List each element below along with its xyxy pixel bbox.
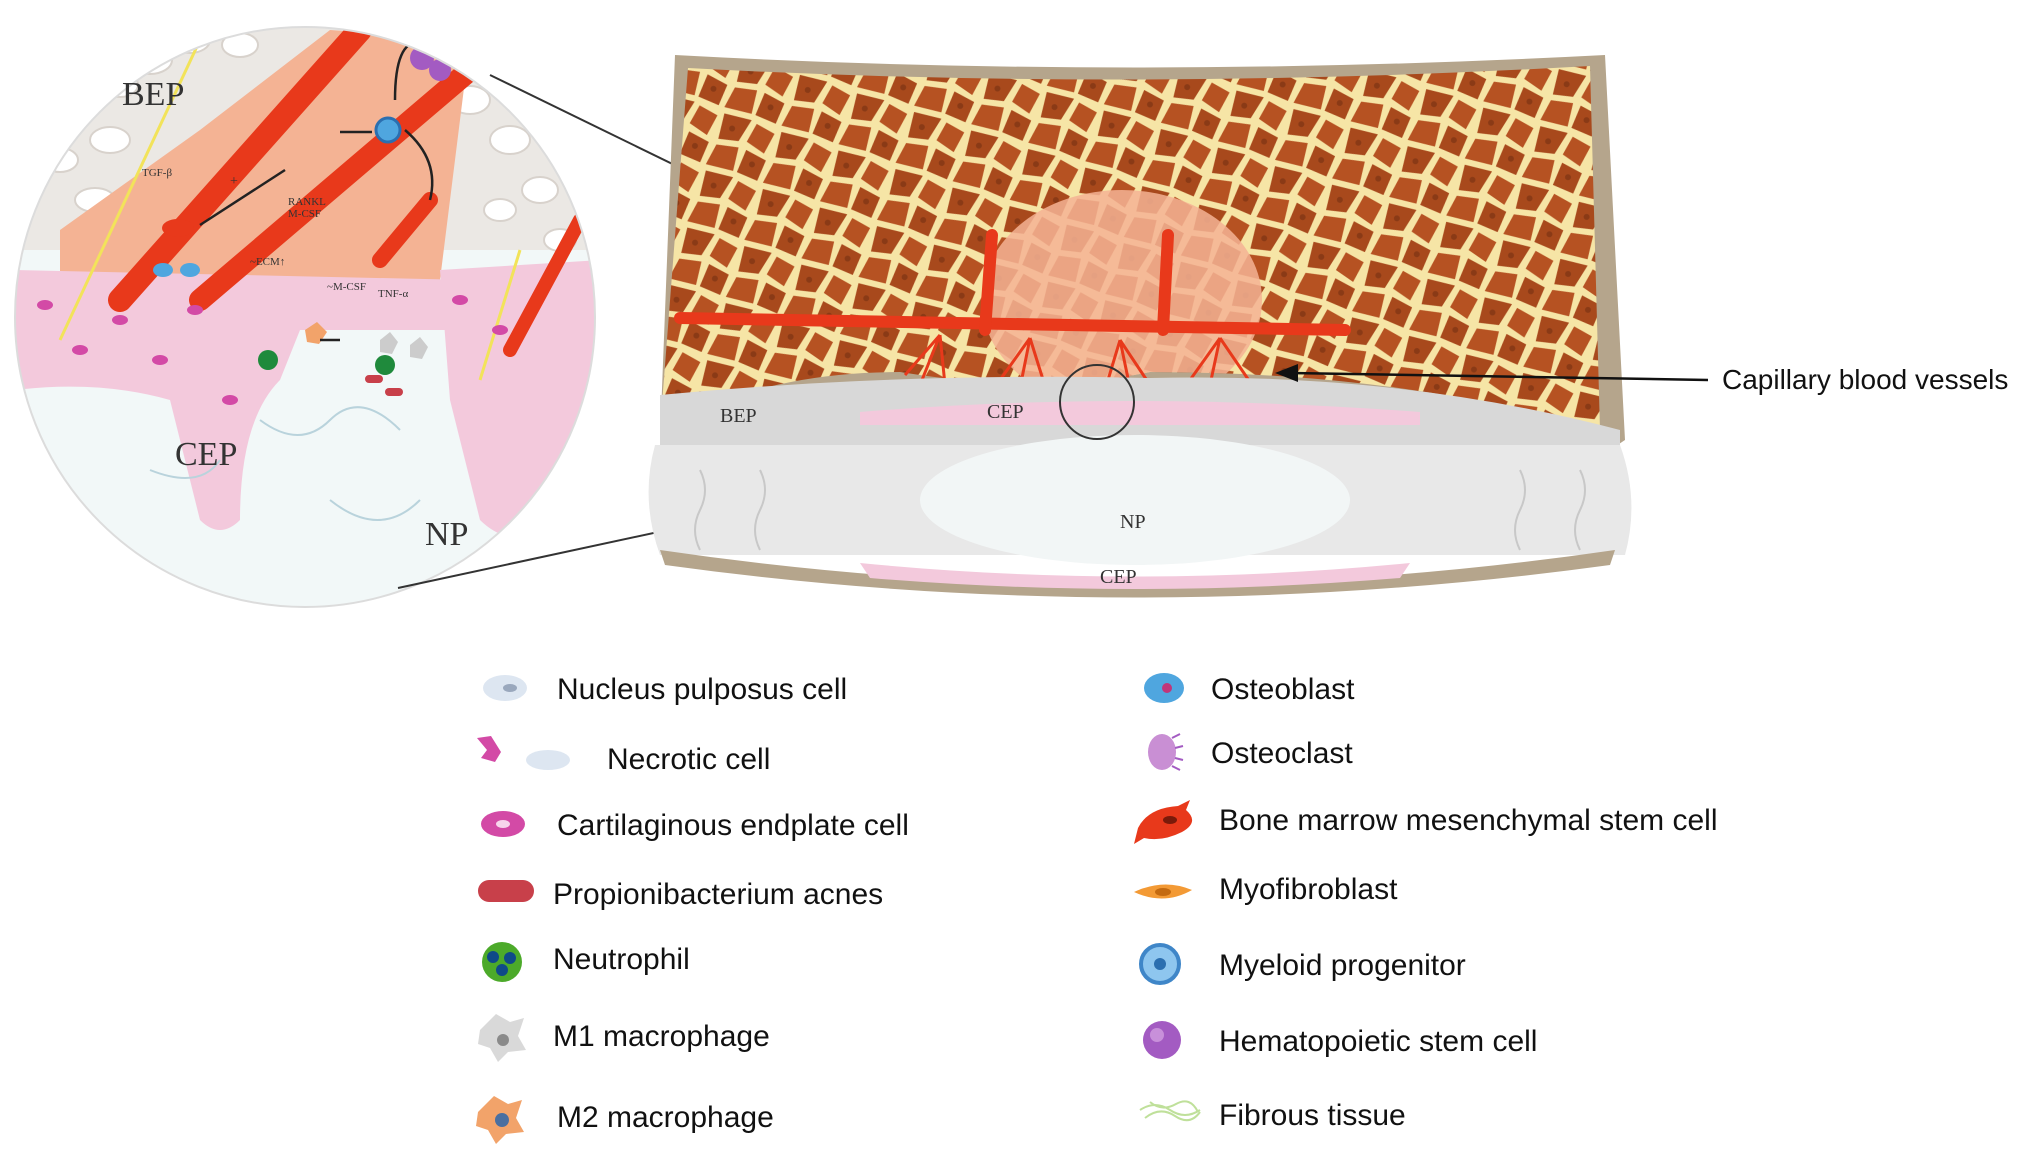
legend-label-osteoblast: Osteoblast [1211, 673, 1355, 706]
annotation-plus: + [230, 174, 238, 189]
legend-label-m1-macrophage: M1 macrophage [553, 1020, 770, 1053]
disc-label-np: NP [1120, 511, 1146, 533]
legend-label-bmsc: Bone marrow mesenchymal stem cell [1219, 804, 1718, 837]
legend-label-osteoclast: Osteoclast [1211, 737, 1353, 770]
zoom-label-cep: CEP [175, 436, 237, 473]
bmsc-icon [1134, 800, 1192, 844]
legend-label-propionibacterium-acnes: Propionibacterium acnes [553, 878, 883, 911]
osteoblast-icon [1144, 673, 1184, 703]
legend: Nucleus pulposus cell Necrotic cell Cart… [476, 673, 1718, 1144]
cartilaginous-endplate-cell-icon [481, 811, 525, 837]
legend-label-myofibroblast: Myofibroblast [1219, 873, 1398, 906]
disc-label-cep-top: CEP [987, 401, 1024, 423]
legend-label-fibrous-tissue: Fibrous tissue [1219, 1099, 1406, 1132]
annotation-mcsf2: ~M-CSF [327, 281, 366, 293]
zoom-inset: BEP CEP NP TGF-β RANKL M-CSF ~ECM↑ ~M-CS… [15, 20, 615, 607]
legend-label-nucleus-pulposus-cell: Nucleus pulposus cell [557, 673, 847, 706]
annotation-tnf: TNF-α [378, 288, 408, 300]
legend-label-cartilaginous-endplate-cell: Cartilaginous endplate cell [557, 809, 909, 842]
disc-label-bep: BEP [720, 405, 757, 427]
osteoclast-icon [1148, 734, 1183, 770]
callout-capillary-blood-vessels: Capillary blood vessels [1722, 364, 2008, 395]
legend-label-hematopoietic-stem-cell: Hematopoietic stem cell [1219, 1025, 1537, 1058]
myofibroblast-icon [1134, 884, 1192, 898]
neutrophil-icon [482, 942, 522, 982]
myeloid-progenitor-icon [1141, 945, 1179, 983]
m2-macrophage-icon [476, 1096, 524, 1144]
hematopoietic-stem-cell-icon [1143, 1021, 1181, 1059]
disc-label-cep-bottom: CEP [1100, 566, 1137, 588]
annotation-ecm: ~ECM↑ [250, 256, 285, 268]
zoom-label-np: NP [425, 516, 468, 553]
annotation-rankl: RANKL [288, 196, 326, 208]
fibrous-tissue-icon [1140, 1101, 1200, 1120]
legend-label-necrotic-cell: Necrotic cell [607, 743, 770, 776]
m1-macrophage-icon [478, 1014, 526, 1062]
vertebra-disc-section: BEP CEP NP CEP [649, 55, 1632, 598]
legend-label-m2-macrophage: M2 macrophage [557, 1101, 774, 1134]
nucleus-pulposus-cell-icon [483, 675, 527, 701]
annotation-mcsf: M-CSF [288, 208, 321, 220]
annotation-tgf: TGF-β [142, 167, 172, 179]
legend-label-myeloid-progenitor: Myeloid progenitor [1219, 949, 1466, 982]
propionibacterium-acnes-icon [478, 880, 534, 902]
legend-label-neutrophil: Neutrophil [553, 943, 690, 976]
zoom-label-bep: BEP [122, 76, 184, 113]
necrotic-cell-icon [477, 736, 570, 770]
